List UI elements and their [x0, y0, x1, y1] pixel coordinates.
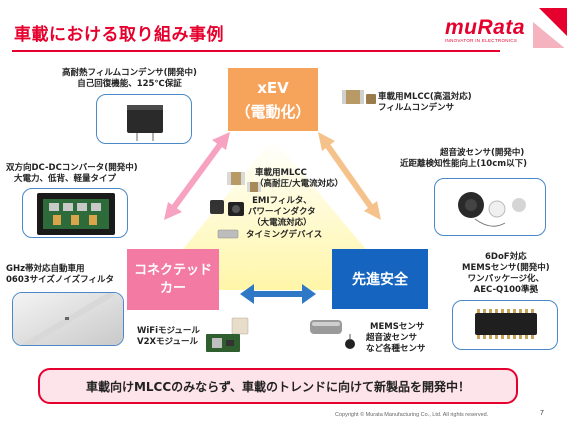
arrow-xev-safety-icon: [318, 132, 381, 220]
high-temp-mlcc-image: [342, 90, 376, 104]
center-emi-line2: パワーインダクタ: [248, 207, 316, 217]
mems-sensors-label: MEMSセンサ 超音波センサ など各種センサ: [366, 322, 426, 355]
wifi-module-label: WiFiモジュール V2Xモジュール: [137, 326, 200, 348]
dcdc-line1: 双方向DC-DCコンバータ(開発中): [6, 163, 138, 173]
dcdc-converter-image: [37, 193, 115, 235]
mlcc-components-image: [227, 172, 261, 192]
dcdc-line2: 大電力、低背、軽量タイプ: [14, 174, 117, 184]
sensors-line2: 超音波センサ: [366, 333, 418, 343]
copyright-footer: Copyright © Murata Manufacturing Co., Lt…: [335, 412, 489, 418]
segment-connected-car: コネクテッド カー: [127, 249, 219, 310]
film-capacitor-line2: 自己回復機能、125℃保証: [77, 79, 182, 89]
film-capacitor-line1: 高耐熱フィルムコンデンサ(開発中): [62, 68, 197, 78]
arrow-connected-safety-icon: [240, 284, 316, 304]
mems-6dof-line3: ワンパッケージ化、: [467, 274, 544, 284]
center-mlcc-line2: （高耐圧/大電流対応）: [255, 179, 344, 189]
dcdc-bubble: [22, 188, 128, 238]
center-emi-line1: EMIフィルタ、: [252, 196, 312, 206]
summary-banner: 車載向けMLCCのみならず、車載のトレンドに向けて新製品を開発中！: [38, 368, 518, 404]
center-timing-label: タイミングデバイス: [246, 230, 323, 240]
mlcc-film-line1: 車載用MLCC(高温対応): [378, 92, 472, 102]
mlcc-film-line2: フィルムコンデンサ: [378, 103, 455, 113]
film-capacitor-image: [127, 105, 163, 141]
mems-sensors-image: [310, 320, 355, 349]
ultrasonic-sensor-image: [458, 192, 526, 227]
mems-6dof-image: [475, 309, 537, 339]
mlcc-film-label: 車載用MLCC(高温対応) フィルムコンデンサ: [378, 92, 472, 114]
center-emi-label: EMIフィルタ、 パワーインダクタ （大電流対応）: [248, 196, 316, 229]
segment-xev-title: xEV: [257, 78, 289, 97]
timing-device-image: [217, 229, 239, 239]
inductor-components-image: [210, 200, 244, 216]
mems-6dof-bubble: [452, 300, 558, 350]
murata-logo: muRata INNOVATOR IN ELECTRONICS: [445, 16, 525, 43]
mems-6dof-line4: AEC-Q100準拠: [473, 285, 538, 295]
segment-safety-title: 先進安全: [352, 272, 408, 288]
center-emi-line3: （大電流対応）: [252, 218, 312, 228]
mems-6dof-label: 6DoF対応 MEMSセンサ(開発中) ワンパッケージ化、 AEC-Q100準拠: [462, 252, 550, 296]
center-mlcc-label: 車載用MLCC （高耐圧/大電流対応）: [255, 168, 343, 190]
ultrasonic-line2: 近距離検知性能向上(10cm以下): [400, 159, 527, 169]
mems-6dof-line2: MEMSセンサ(開発中): [462, 263, 550, 273]
film-capacitor-bubble: [96, 94, 192, 144]
logo-tagline: INNOVATOR IN ELECTRONICS: [445, 38, 518, 43]
logo-wordmark: muRata: [445, 16, 526, 39]
noise-filter-label: GHz帯対応自動車用 0603サイズノイズフィルタ: [6, 264, 114, 286]
film-capacitor-label: 高耐熱フィルムコンデンサ(開発中) 自己回復機能、125℃保証: [62, 68, 197, 90]
mems-6dof-line1: 6DoF対応: [485, 252, 527, 262]
ultrasonic-bubble: [434, 178, 546, 236]
noise-filter-bubble: [12, 292, 124, 346]
noise-filter-image: [13, 293, 123, 345]
arrow-xev-connected-icon: [164, 132, 230, 220]
sensors-line3: など各種センサ: [366, 344, 426, 354]
wifi-line2: V2Xモジュール: [137, 337, 198, 347]
page-title: 車載における取り組み事例: [14, 25, 224, 45]
ultrasonic-line1: 超音波センサ(開発中): [440, 148, 525, 158]
sensors-line1: MEMSセンサ: [370, 322, 425, 332]
center-mlcc-line1: 車載用MLCC: [255, 168, 307, 178]
title-underline: [12, 50, 500, 52]
noise-filter-line2: 0603サイズノイズフィルタ: [6, 275, 114, 285]
dcdc-label: 双方向DC-DCコンバータ(開発中) 大電力、低背、軽量タイプ: [6, 163, 138, 185]
wifi-line1: WiFiモジュール: [137, 326, 200, 336]
segment-advanced-safety: 先進安全: [332, 249, 428, 309]
segment-xev: xEV （電動化）: [228, 68, 318, 131]
segment-connected-line1: コネクテッド: [133, 262, 212, 278]
noise-filter-line1: GHz帯対応自動車用: [6, 264, 85, 274]
wifi-module-image: [206, 317, 249, 352]
segment-xev-subtitle: （電動化）: [235, 102, 311, 121]
ultrasonic-label: 超音波センサ(開発中) 近距離検知性能向上(10cm以下): [400, 148, 527, 170]
segment-connected-line2: カー: [159, 280, 186, 296]
page-number: 7: [540, 410, 544, 417]
brand-corner-mark-icon: [533, 8, 567, 48]
